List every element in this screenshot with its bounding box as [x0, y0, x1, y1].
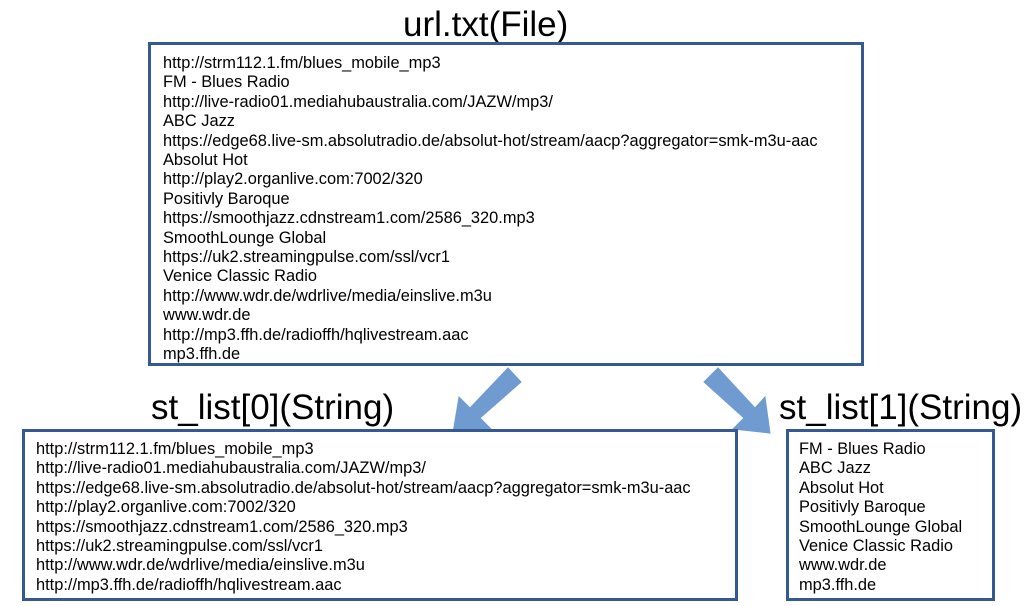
file-line: Venice Classic Radio [163, 267, 317, 286]
list0-line: http://strm112.1.fm/blues_mobile_mp3 [36, 440, 314, 458]
file-line: mp3.ffh.de [163, 345, 241, 364]
arrow-to-list1 [703, 367, 771, 434]
list1-line: Positivly Baroque [799, 498, 926, 517]
list1-line: mp3.ffh.de [799, 575, 877, 594]
list0-line: http://play2.organlive.com:7002/320 [36, 498, 296, 517]
list1-line: Venice Classic Radio [799, 537, 953, 556]
file-line: http://strm112.1.fm/blues_mobile_mp3 [163, 54, 441, 72]
file-line: FM - Blues Radio [163, 73, 290, 92]
list1-line: SmoothLounge Global [799, 517, 963, 536]
list1-content-box: FM - Blues Radio ABC Jazz Absolut Hot Po… [786, 429, 995, 601]
list0-line: http://live-radio01.mediahubaustralia.co… [36, 459, 426, 478]
file-line: http://play2.organlive.com:7002/320 [163, 170, 423, 189]
file-content-box: http://strm112.1.fm/blues_mobile_mp3 FM … [148, 42, 864, 366]
file-line: Absolut Hot [163, 151, 248, 170]
list1-line: www.wdr.de [799, 556, 887, 575]
file-line: SmoothLounge Global [163, 228, 327, 247]
list0-content-box: http://strm112.1.fm/blues_mobile_mp3 htt… [22, 429, 738, 601]
list0-line: http://www.wdr.de/wdrlive/media/einslive… [36, 556, 365, 575]
list0-line: https://smoothjazz.cdnstream1.com/2586_3… [36, 517, 408, 536]
list1-line: ABC Jazz [799, 459, 871, 478]
list0-line: https://edge68.live-sm.absolutradio.de/a… [36, 478, 691, 497]
list0-line: http://mp3.ffh.de/radioffh/hqlivestream.… [36, 575, 342, 594]
list0-line: https://uk2.streamingpulse.com/ssl/vcr1 [36, 537, 323, 556]
file-line: https://smoothjazz.cdnstream1.com/2586_3… [163, 209, 535, 228]
file-title: url.txt(File) [403, 5, 569, 44]
file-line: https://uk2.streamingpulse.com/ssl/vcr1 [163, 248, 450, 267]
file-line: https://edge68.live-sm.absolutradio.de/a… [163, 131, 818, 150]
list1-line: FM - Blues Radio [799, 440, 926, 458]
file-line: www.wdr.de [163, 306, 251, 325]
list1-title: st_list[1](String) [779, 388, 1023, 427]
arrow-to-list0 [452, 367, 522, 434]
file-line: http://live-radio01.mediahubaustralia.co… [163, 92, 553, 111]
file-line: ABC Jazz [163, 112, 235, 131]
list1-line: Absolut Hot [799, 478, 884, 497]
file-line: Positivly Baroque [163, 189, 290, 208]
file-line: http://mp3.ffh.de/radioffh/hqlivestream.… [163, 325, 469, 344]
file-line: http://www.wdr.de/wdrlive/media/einslive… [163, 286, 492, 305]
list0-title: st_list[0](String) [151, 388, 395, 427]
